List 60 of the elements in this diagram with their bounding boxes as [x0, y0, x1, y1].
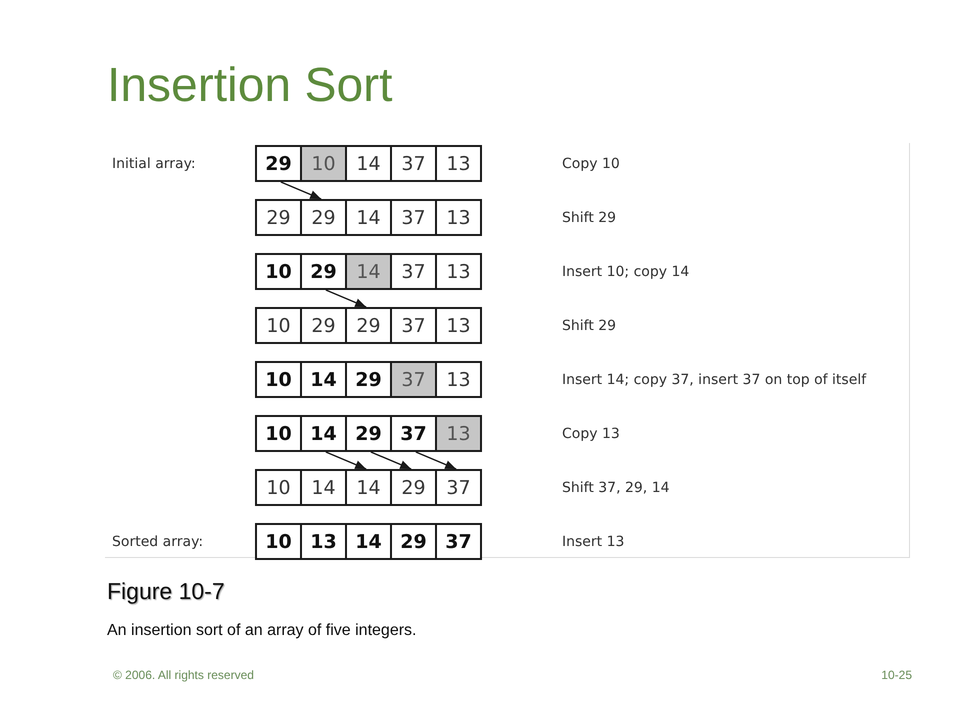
step-description: Insert 13: [562, 532, 624, 550]
array-cell: 10: [255, 361, 302, 398]
array-cell: 37: [390, 253, 437, 290]
array-cell: 14: [345, 523, 392, 560]
row-label: Initial array:: [112, 154, 196, 172]
step-description: Insert 14; copy 37, insert 37 on top of itself: [562, 370, 866, 388]
step-description: Shift 29: [562, 208, 616, 226]
array-cell: 14: [345, 199, 392, 236]
figure-number: Figure 10-7: [107, 577, 225, 605]
row-label: Sorted array:: [112, 532, 204, 550]
array-cell: 14: [300, 361, 347, 398]
array-cell: 13: [435, 145, 482, 182]
array-cell: 37: [390, 199, 437, 236]
array-cell: 29: [300, 307, 347, 344]
array-cell: 29: [345, 415, 392, 452]
arrow: [370, 451, 412, 470]
arrow: [326, 289, 366, 308]
array-cell: 10: [255, 415, 302, 452]
array-cell: 10: [255, 307, 302, 344]
array-cell: 14: [345, 469, 392, 506]
array-cell: 13: [435, 199, 482, 236]
arrow: [280, 181, 322, 200]
array-cell: 29: [390, 469, 437, 506]
step-description: Shift 29: [562, 316, 616, 334]
array-cell: 10: [255, 253, 302, 290]
array-cell: 10: [255, 469, 302, 506]
array-cell: 29: [390, 523, 437, 560]
array-cell: 14: [300, 469, 347, 506]
step-description: Copy 10: [562, 154, 620, 172]
array-cell: 29: [345, 307, 392, 344]
array-cell: 37: [390, 307, 437, 344]
shaded-array-cell: 14: [345, 253, 392, 290]
shaded-array-cell: 13: [435, 415, 482, 452]
copyright-notice: © 2006. All rights reserved: [113, 668, 254, 683]
arrow: [416, 451, 456, 470]
array-cell: 37: [390, 145, 437, 182]
array-cell: 14: [300, 415, 347, 452]
array-cell: 14: [345, 145, 392, 182]
slide-number: 10-25: [881, 668, 912, 683]
array-cell: 37: [435, 523, 482, 560]
array-cell: 10: [255, 523, 302, 560]
slide-title: Insertion Sort: [107, 58, 392, 114]
array-cell: 29: [300, 199, 347, 236]
arrow: [326, 451, 366, 470]
array-cell: 29: [345, 361, 392, 398]
array-cell: 37: [435, 469, 482, 506]
array-cell: 29: [255, 199, 302, 236]
figure-caption: An insertion sort of an array of five integers.: [107, 621, 416, 641]
array-cell: 37: [390, 415, 437, 452]
array-cell: 13: [300, 523, 347, 560]
step-description: Copy 13: [562, 424, 620, 442]
shaded-array-cell: 10: [300, 145, 347, 182]
array-cell: 29: [300, 253, 347, 290]
array-cell: 13: [435, 253, 482, 290]
step-description: Shift 37, 29, 14: [562, 478, 670, 496]
array-cell: 29: [255, 145, 302, 182]
step-description: Insert 10; copy 14: [562, 262, 690, 280]
array-cell: 13: [435, 361, 482, 398]
array-cell: 13: [435, 307, 482, 344]
shaded-array-cell: 37: [390, 361, 437, 398]
